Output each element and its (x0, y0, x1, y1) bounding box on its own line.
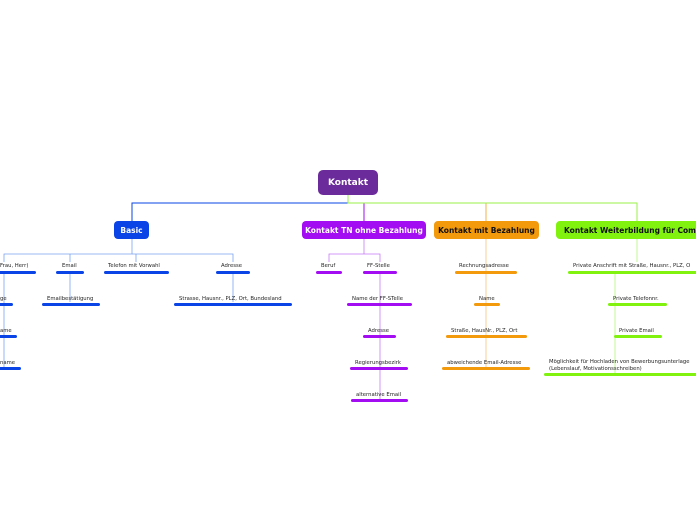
leaf-bewerbung-line2: (Lebenslauf, Motivationsschreiben) (549, 365, 642, 372)
leaf-emailbestaetigung[interactable]: Emailbestätigung (47, 296, 94, 302)
underline (442, 367, 530, 370)
leaf-ff-stelle[interactable]: FF-Stelle (367, 263, 390, 269)
underline (363, 335, 396, 338)
branch-mit-label: Kontakt mit Bezahlung (438, 225, 535, 235)
underline (56, 271, 84, 274)
underline (0, 335, 17, 338)
branch-basic-label: Basic (120, 225, 143, 235)
underline (544, 373, 696, 376)
branch-weiter-label: Kontakt Weiterbildung für Commu (564, 225, 696, 235)
leaf-name[interactable]: Name (479, 296, 495, 302)
leaf-left-1[interactable]: ge (0, 296, 7, 302)
leaf-private-email[interactable]: Private Email (619, 328, 654, 334)
underline (614, 335, 662, 338)
leaf-alternative-email[interactable]: alternative Email (356, 392, 402, 398)
leaf-left-3[interactable]: name (0, 360, 16, 366)
branch-ohne-label: Kontakt TN ohne Bezahlung (305, 225, 423, 235)
branch-basic[interactable]: Basic (114, 221, 149, 239)
leaf-email[interactable]: Email (62, 263, 77, 269)
leaf-left-2[interactable]: ame (0, 328, 12, 334)
underline (455, 271, 517, 274)
leaf-bewerbungsunterlagen[interactable]: Möglichkeit für Hochladen von Bewerbungs… (549, 359, 690, 372)
underline (446, 335, 527, 338)
underline (347, 303, 412, 306)
leaf-abweichende-email[interactable]: abweichende Email-Adresse (447, 360, 522, 366)
leaf-strasse-hausnr[interactable]: Straße, HausNr., PLZ, Ort (451, 328, 518, 334)
underline (0, 303, 13, 306)
leaf-telefon[interactable]: Telefon mit Vorwahl (108, 263, 160, 269)
underline (350, 367, 408, 370)
branch-mit-bezahlung[interactable]: Kontakt mit Bezahlung (434, 221, 539, 239)
underline (363, 271, 397, 274)
branch-weiterbildung[interactable]: Kontakt Weiterbildung für Commu (556, 221, 696, 239)
underline (174, 303, 292, 306)
leaf-regierungsbezirk[interactable]: Regierungsbezirk (355, 360, 401, 366)
underline (104, 271, 169, 274)
root-label: Kontakt (327, 177, 369, 188)
leaf-ohne-adresse[interactable]: Adresse (368, 328, 389, 334)
underline (216, 271, 250, 274)
leaf-rechnungsadresse[interactable]: Rechnungsadresse (459, 263, 509, 269)
underline (0, 271, 36, 274)
underline (0, 367, 21, 370)
leaf-strasse[interactable]: Strasse, Hausnr., PLZ, Ort, Bundesland (179, 296, 282, 302)
root-node[interactable]: Kontakt (318, 170, 378, 195)
branch-ohne-bezahlung[interactable]: Kontakt TN ohne Bezahlung (302, 221, 426, 239)
leaf-adresse[interactable]: Adresse (221, 263, 242, 269)
leaf-name-ff-stelle[interactable]: Name der FF-STelle (352, 296, 403, 302)
underline (351, 399, 408, 402)
leaf-anrede[interactable]: Frau, Herr) (0, 263, 29, 269)
leaf-beruf[interactable]: Beruf (321, 263, 336, 269)
leaf-private-telefon[interactable]: Private Telefonnr. (613, 296, 659, 302)
underline (608, 303, 667, 306)
underline (568, 271, 696, 274)
underline (474, 303, 500, 306)
leaf-bewerbung-line1: Möglichkeit für Hochladen von Bewerbungs… (549, 359, 690, 365)
underline (316, 271, 342, 274)
leaf-private-anschrift[interactable]: Private Anschrift mit Straße, Hausnr., P… (573, 263, 691, 269)
underline (42, 303, 100, 306)
